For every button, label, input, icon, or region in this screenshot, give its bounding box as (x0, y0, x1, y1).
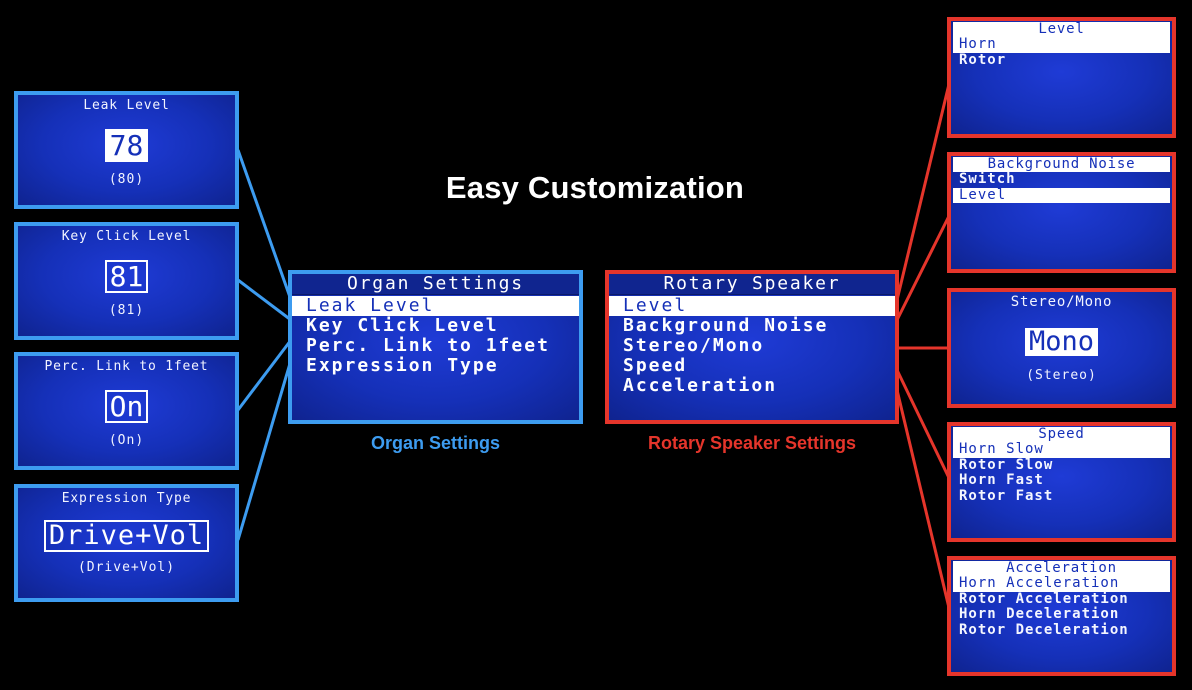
value-display: Mono (1024, 327, 1099, 357)
screen-title: Acceleration (953, 561, 1170, 576)
value-display: 81 (104, 260, 149, 294)
rotary-speaker-caption: Rotary Speaker Settings (647, 433, 857, 453)
connector-level (895, 79, 952, 301)
screen-title: Background Noise (953, 157, 1170, 172)
connector-key-click-level (237, 278, 292, 322)
list-item-horn[interactable]: Horn (953, 36, 1170, 53)
menu-item-speed[interactable]: Speed (623, 355, 688, 376)
value-display: Drive+Vol (43, 520, 210, 553)
list-item-horn-slow[interactable]: Horn Slow (953, 441, 1170, 458)
menu-item-leak-level[interactable]: Leak Level (292, 296, 579, 316)
background-noise-screen: Background Noise Switch Level (947, 152, 1176, 273)
screen-list: Switch Level (951, 171, 1172, 203)
list-item-horn-fast[interactable]: Horn Fast (959, 472, 1044, 488)
connector-expression-type (236, 359, 293, 541)
screen-list: Horn Acceleration Rotor Acceleration Hor… (951, 575, 1172, 638)
screen-title: Key Click Level (61, 229, 192, 244)
value-display: On (104, 390, 149, 424)
stereo-mono-screen: Stereo/Mono Mono (Stereo) (947, 288, 1176, 408)
list-item-rotor-deceleration[interactable]: Rotor Deceleration (959, 621, 1129, 638)
menu-list: Leak Level Key Click Level Perc. Link to… (292, 296, 579, 376)
list-item-horn-deceleration[interactable]: Horn Deceleration (959, 606, 1120, 622)
screen-list: Horn Slow Rotor Slow Horn Fast Rotor Fas… (951, 441, 1172, 504)
leak-level-screen: Leak Level 78 (80) (14, 91, 239, 209)
menu-item-expression-type[interactable]: Expression Type (306, 355, 499, 376)
menu-item-level[interactable]: Level (609, 296, 895, 316)
default-value: (Drive+Vol) (77, 560, 176, 576)
screen-list: Horn Rotor (951, 36, 1172, 68)
connector-speed (895, 369, 952, 481)
list-item-level[interactable]: Level (953, 187, 1170, 203)
menu-title: Organ Settings (292, 274, 579, 295)
screen-title: Level (953, 22, 1170, 37)
speed-screen: Speed Horn Slow Rotor Slow Horn Fast Rot… (947, 422, 1176, 542)
menu-title: Rotary Speaker (609, 274, 895, 295)
expression-type-screen: Expression Type Drive+Vol (Drive+Vol) (14, 484, 239, 602)
value-display: 78 (104, 129, 149, 163)
connector-perc-link (236, 339, 293, 411)
screen-title: Speed (953, 427, 1170, 442)
acceleration-screen: Acceleration Horn Acceleration Rotor Acc… (947, 556, 1176, 676)
list-item-rotor-acceleration[interactable]: Rotor Acceleration (959, 590, 1129, 607)
menu-item-stereo-mono[interactable]: Stereo/Mono (623, 335, 765, 356)
default-value: (81) (108, 303, 145, 319)
list-item-horn-acceleration[interactable]: Horn Acceleration (953, 575, 1170, 592)
screen-title: Stereo/Mono (1010, 294, 1113, 310)
perc-link-screen: Perc. Link to 1feet On (On) (14, 352, 239, 470)
menu-list: Level Background Noise Stereo/Mono Speed… (609, 296, 895, 396)
page-title: Easy Customization (445, 170, 745, 205)
default-value: (On) (108, 433, 145, 449)
rotary-speaker-menu: Rotary Speaker Level Background Noise St… (605, 270, 899, 424)
menu-item-acceleration[interactable]: Acceleration (623, 375, 778, 396)
menu-item-perc-link[interactable]: Perc. Link to 1feet (306, 335, 550, 356)
key-click-level-screen: Key Click Level 81 (81) (14, 222, 239, 340)
list-item-rotor-slow[interactable]: Rotor Slow (959, 456, 1054, 473)
menu-item-key-click-level[interactable]: Key Click Level (306, 315, 499, 336)
menu-item-background-noise[interactable]: Background Noise (623, 315, 829, 336)
default-value: (80) (108, 172, 145, 188)
connector-acceleration (895, 389, 952, 613)
list-item-rotor-fast[interactable]: Rotor Fast (959, 487, 1054, 504)
organ-settings-menu: Organ Settings Leak Level Key Click Leve… (288, 270, 583, 424)
screen-title: Expression Type (61, 491, 192, 506)
level-screen: Level Horn Rotor (947, 17, 1176, 138)
default-value: (Stereo) (1026, 368, 1097, 384)
list-item-switch[interactable]: Switch (959, 171, 1016, 187)
list-item-rotor[interactable]: Rotor (959, 51, 1007, 68)
screen-title: Leak Level (83, 98, 170, 113)
connector-background-noise (895, 213, 952, 321)
organ-settings-caption: Organ Settings (370, 433, 500, 453)
connector-leak-level (236, 149, 293, 301)
screen-title: Perc. Link to 1feet (44, 359, 209, 374)
